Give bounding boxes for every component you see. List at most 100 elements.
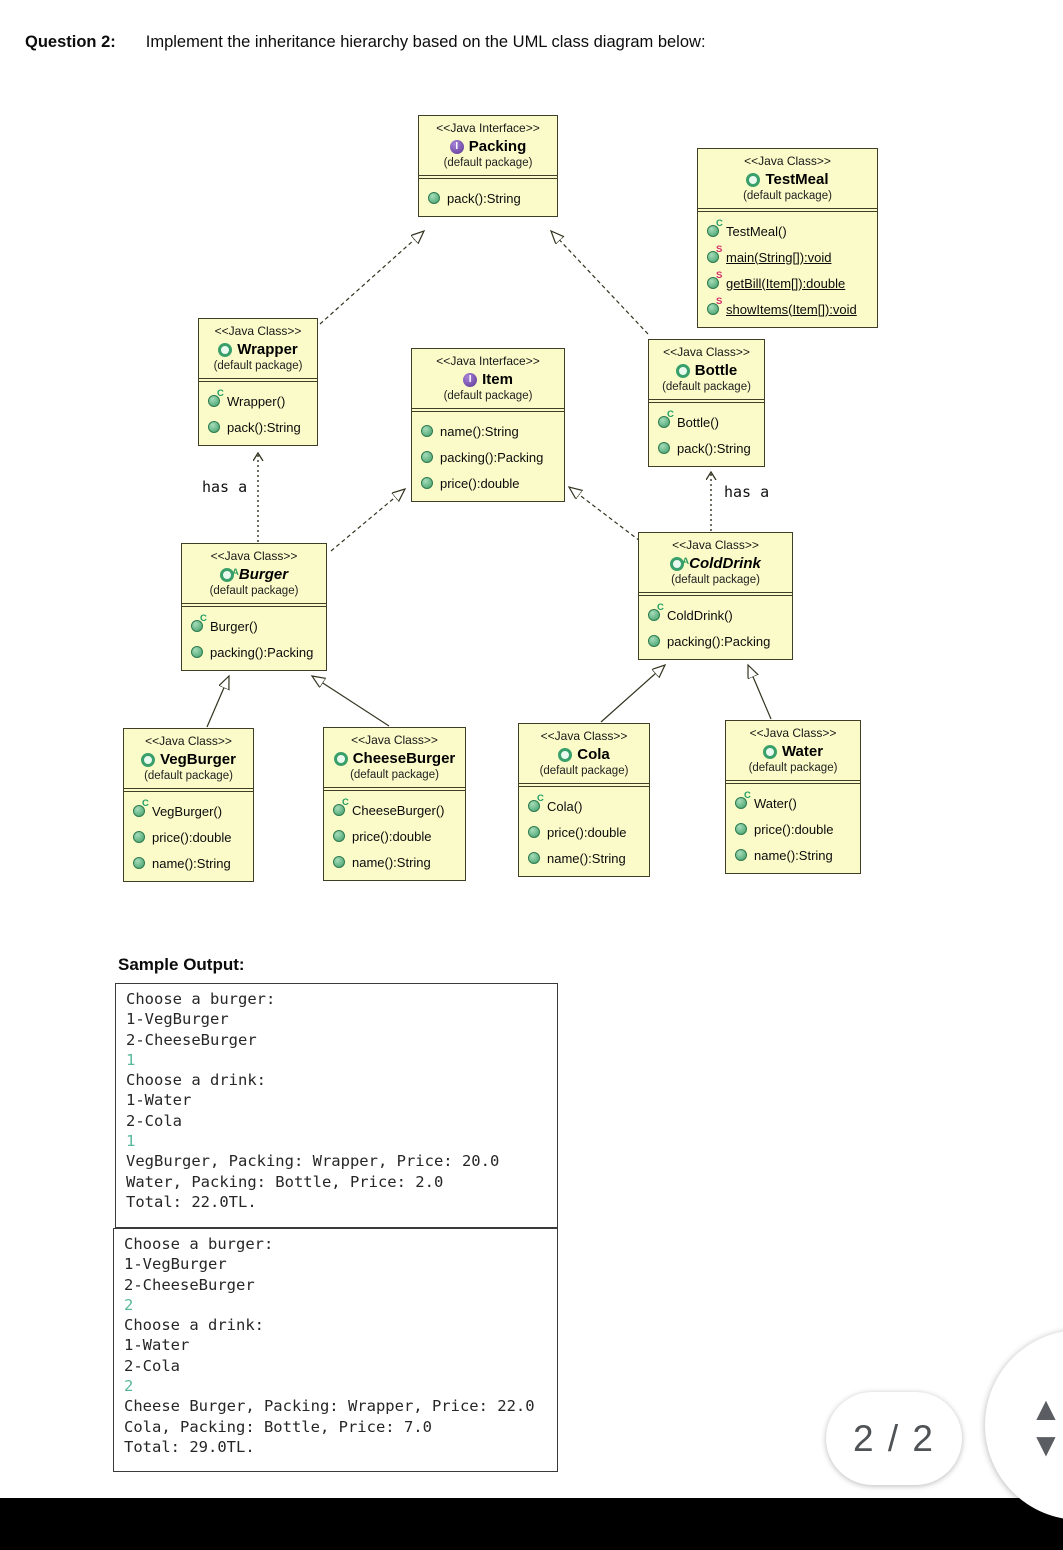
constructor-icon — [735, 790, 751, 809]
console-line: 1-Water — [126, 1091, 192, 1110]
member-row: packing():Packing — [412, 444, 560, 470]
class-name: Burger — [238, 566, 289, 583]
member-row: main(String[]):void — [698, 244, 873, 270]
member-label: TestMeal() — [726, 223, 787, 239]
question-header: Question 2:Implement the inheritance hie… — [25, 33, 706, 52]
console-output-run1: Choose a burger: 1-VegBurger 2-CheeseBur… — [115, 983, 558, 1228]
package-label: (default package) — [144, 770, 233, 782]
member-row: price():double — [124, 824, 249, 850]
member-row: Cola() — [519, 793, 645, 819]
package-label: (default package) — [539, 765, 629, 777]
constructor-icon — [333, 797, 349, 816]
method-icon — [133, 831, 145, 843]
method-icon — [735, 823, 747, 835]
method-icon — [658, 442, 670, 454]
stereotype: <<Java Class>> — [672, 538, 759, 552]
class-name: Item — [482, 371, 513, 388]
uml-members: Wrapper() pack():String — [199, 381, 317, 445]
uml-members: Cola() price():double name():String — [519, 786, 649, 876]
member-label: packing():Packing — [440, 449, 544, 465]
class-name: CheeseBurger — [352, 750, 456, 767]
package-label: (default package) — [671, 574, 760, 586]
method-icon — [208, 421, 220, 433]
console-line: Choose a burger: — [126, 990, 276, 1008]
member-row: name():String — [726, 842, 856, 868]
stereotype: <<Java Class>> — [749, 726, 837, 740]
uml-class-cola: <<Java Class>> Cola (default package) Co… — [518, 723, 650, 877]
console-line: Choose a burger: — [124, 1235, 274, 1253]
console-line: Water, Packing: Bottle, Price: 2.0 — [126, 1172, 444, 1191]
console-line: Cola, Packing: Bottle, Price: 7.0 — [124, 1417, 432, 1436]
relation-burger-implements-item — [330, 489, 405, 552]
uml-header: <<Java Interface>> Packing (default pack… — [419, 116, 557, 176]
console-line: Choose a drink: — [124, 1316, 264, 1335]
console-user-input: 1 — [126, 1050, 136, 1069]
member-label: Cola() — [547, 798, 583, 814]
member-label: Water() — [754, 795, 797, 811]
uml-header: <<Java Class>> Bottle (default package) — [649, 340, 764, 400]
member-label: packing():Packing — [210, 644, 314, 660]
scroll-up-icon[interactable]: ▲ — [1029, 1390, 1063, 1427]
uml-class-packing: <<Java Interface>> Packing (default pack… — [418, 115, 558, 217]
member-row: price():double — [412, 470, 560, 496]
relation-colddrink-implements-item — [569, 487, 641, 542]
member-label: pack():String — [677, 440, 751, 456]
stereotype: <<Java Class>> — [214, 324, 302, 338]
member-row: TestMeal() — [698, 218, 873, 244]
class-icon — [218, 342, 233, 357]
member-row: Bottle() — [649, 409, 760, 435]
method-icon — [421, 451, 433, 463]
bottom-bar — [0, 1498, 1063, 1550]
package-label: (default package) — [350, 769, 439, 781]
member-label: VegBurger() — [152, 803, 223, 819]
class-name: Packing — [468, 138, 527, 155]
console-line: 2-CheeseBurger — [126, 1030, 257, 1049]
member-row: ColdDrink() — [639, 602, 788, 628]
uml-members: Water() price():double name():String — [726, 783, 860, 873]
static-method-icon — [707, 296, 722, 315]
package-label: (default package) — [209, 585, 299, 597]
member-label: ColdDrink() — [667, 607, 733, 623]
class-name: Cola — [577, 746, 610, 763]
member-label: name():String — [440, 423, 519, 439]
static-method-icon — [707, 270, 722, 289]
member-label: main(String[]):void — [726, 249, 832, 265]
member-row: name():String — [124, 850, 249, 876]
member-row: pack():String — [649, 435, 760, 461]
class-name: ColdDrink — [689, 555, 761, 572]
console-line: Total: 22.0TL. — [126, 1192, 257, 1211]
console-line: Cheese Burger, Packing: Wrapper, Price: … — [124, 1397, 535, 1416]
uml-class-cheeseburger: <<Java Class>> CheeseBurger (default pac… — [323, 727, 466, 881]
member-row: price():double — [519, 819, 645, 845]
relation-bottle-implements-packing — [551, 231, 649, 335]
member-label: pack():String — [227, 419, 301, 435]
method-icon — [333, 856, 345, 868]
stereotype: <<Java Interface>> — [436, 354, 540, 368]
member-row: pack():String — [199, 414, 313, 440]
console-line: 2-CheeseBurger — [124, 1275, 255, 1294]
uml-members: CheeseBurger() price():double name():Str… — [324, 790, 465, 880]
member-row: name():String — [324, 849, 461, 875]
method-icon — [735, 849, 747, 861]
member-label: name():String — [754, 847, 833, 863]
console-user-input: 2 — [124, 1377, 134, 1396]
scroll-down-icon[interactable]: ▼ — [1029, 1426, 1063, 1463]
member-label: pack():String — [447, 190, 521, 206]
member-label: price():double — [152, 829, 232, 845]
constructor-icon — [528, 793, 544, 812]
method-icon — [428, 192, 440, 204]
interface-icon — [449, 139, 464, 154]
package-label: (default package) — [743, 190, 832, 202]
abstract-class-icon — [670, 552, 689, 571]
member-label: price():double — [440, 475, 520, 491]
member-label: Burger() — [210, 618, 258, 634]
member-label: price():double — [754, 821, 834, 837]
uml-header: <<Java Interface>> Item (default package… — [412, 349, 564, 409]
member-label: name():String — [547, 850, 626, 866]
console-line: 2-Cola — [124, 1356, 180, 1375]
has-a-label-left: has a — [202, 478, 248, 496]
member-row: pack():String — [419, 185, 553, 211]
class-icon — [558, 747, 573, 762]
console-user-input: 1 — [126, 1132, 136, 1151]
member-label: Bottle() — [677, 414, 719, 430]
